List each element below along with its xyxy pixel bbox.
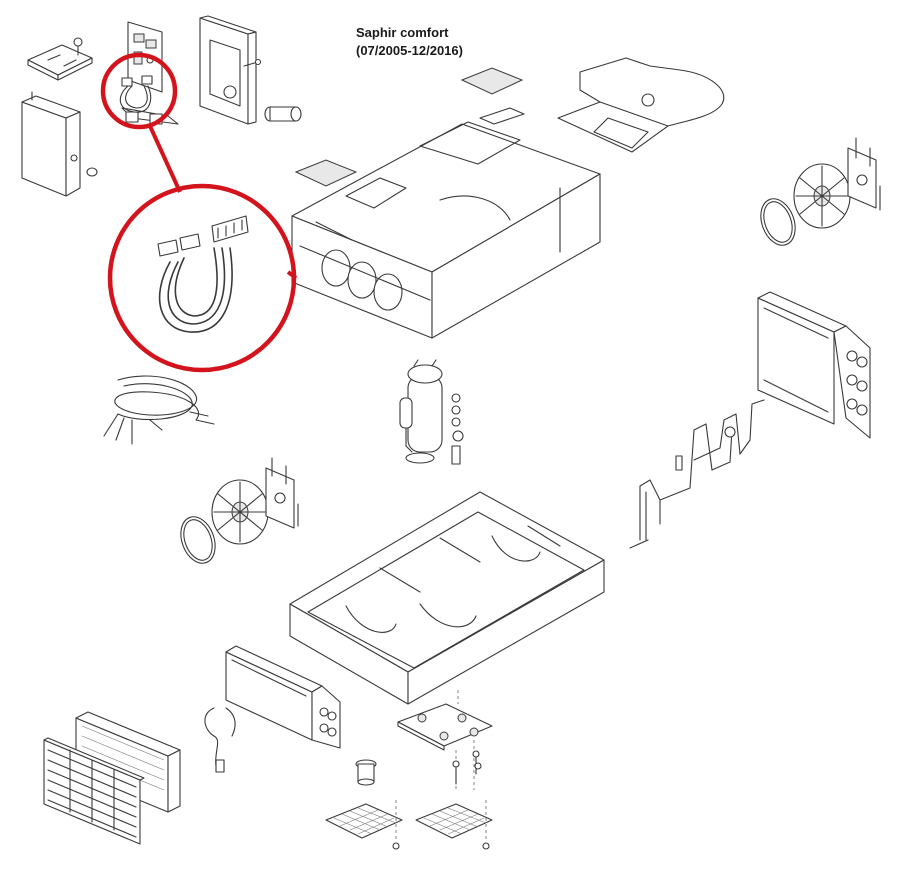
part-compressor[interactable] xyxy=(399,359,464,465)
part-air-filter[interactable] xyxy=(75,711,181,813)
highlight-circle-large xyxy=(107,183,297,373)
part-control-bracket[interactable] xyxy=(27,37,93,81)
part-side-cover[interactable] xyxy=(21,91,98,197)
part-housing-top[interactable] xyxy=(291,107,601,339)
part-pad-mid xyxy=(294,159,358,187)
part-mesh-filter-left[interactable] xyxy=(325,800,403,850)
title-line-2: (07/2005-12/2016) xyxy=(356,43,463,58)
part-housing-bottom[interactable] xyxy=(289,491,605,705)
part-capacitor[interactable] xyxy=(264,106,302,122)
part-cable-harness-small[interactable] xyxy=(119,75,153,113)
part-condenser-coil[interactable] xyxy=(757,291,871,439)
part-mesh-filter-right[interactable] xyxy=(415,800,493,850)
part-pad-top xyxy=(460,67,524,95)
part-air-grille[interactable] xyxy=(43,737,145,845)
part-blower-left[interactable] xyxy=(175,457,299,568)
part-cable-harness-large[interactable] xyxy=(157,215,249,333)
part-refrigerant-pipes[interactable] xyxy=(629,399,765,549)
highlight-leader-line-1 xyxy=(148,125,182,193)
part-wiring-loom[interactable] xyxy=(103,375,215,445)
part-evaporator-coil[interactable] xyxy=(225,645,341,749)
part-blower-right[interactable] xyxy=(755,137,881,250)
part-mounting-plate[interactable] xyxy=(397,690,493,790)
title-line-1: Saphir comfort xyxy=(356,25,449,40)
highlight-circle-small xyxy=(100,52,178,130)
part-screws xyxy=(452,750,482,785)
part-frame-plate[interactable] xyxy=(199,15,262,125)
part-temperature-sensor[interactable] xyxy=(204,707,236,773)
part-drain-plug[interactable] xyxy=(355,759,377,786)
diagram-title: Saphir comfort (07/2005-12/2016) xyxy=(356,24,463,60)
part-top-cover[interactable] xyxy=(557,57,725,153)
